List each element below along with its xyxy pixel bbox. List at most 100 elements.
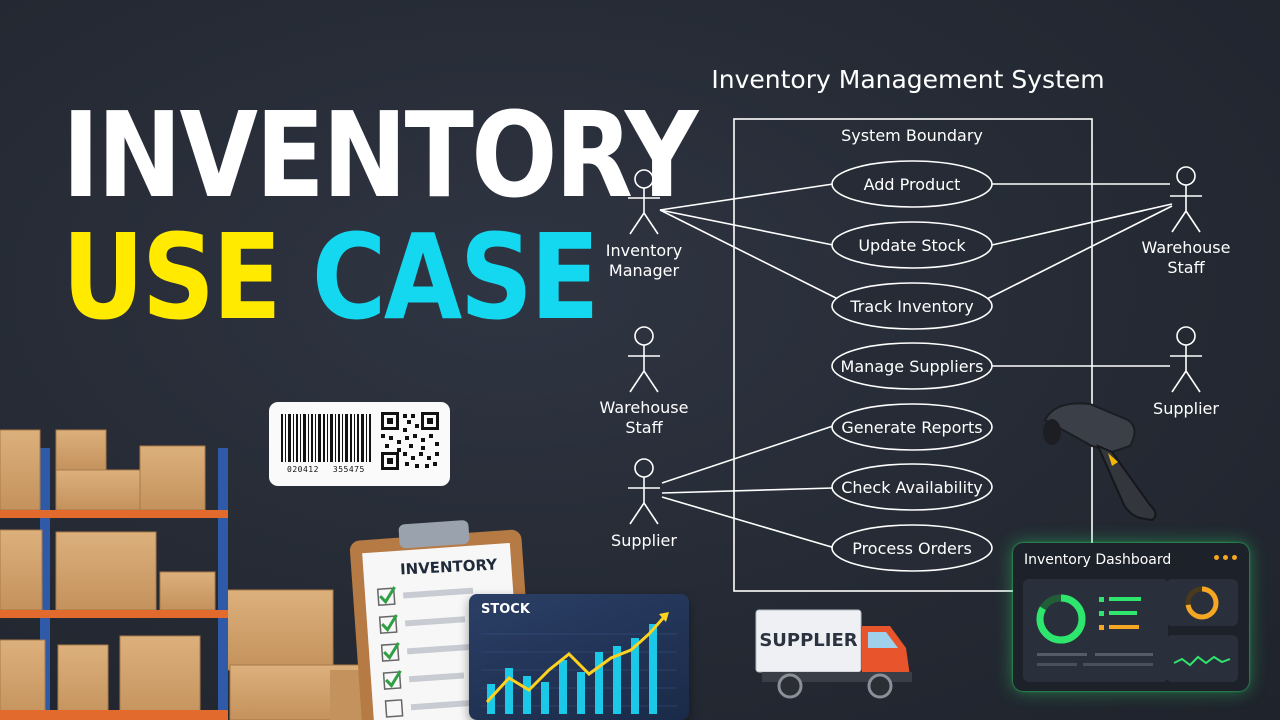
check-icon xyxy=(381,614,398,633)
use-case-ellipses xyxy=(831,160,993,572)
truck-chassis xyxy=(762,672,912,682)
inventory-dashboard-card: Inventory Dashboard xyxy=(1013,543,1249,691)
checkbox xyxy=(384,699,404,718)
actor-label: Staff xyxy=(1167,258,1205,277)
association-line xyxy=(984,205,1173,301)
shelf-beam xyxy=(0,510,228,518)
use-case-add-product xyxy=(831,160,993,208)
dashboard-gauge-panel xyxy=(1166,579,1238,626)
legend-list-icon xyxy=(1099,597,1141,630)
headline-word-case: CASE xyxy=(311,208,600,346)
stock-card-title: STOCK xyxy=(481,602,530,617)
use-case-label: Check Availability xyxy=(841,478,983,497)
actor-label: Warehouse xyxy=(600,398,689,417)
check-icon xyxy=(379,586,396,605)
use-case-label: Generate Reports xyxy=(841,418,982,437)
use-case-track-inventory xyxy=(831,282,993,330)
clipboard-clip xyxy=(398,520,470,549)
dashboard-sparkline-panel xyxy=(1166,635,1238,682)
boundary-label: System Boundary xyxy=(841,126,983,145)
checkbox xyxy=(378,615,398,634)
donut-chart-icon xyxy=(1036,594,1086,644)
barcode-graphic xyxy=(281,412,439,470)
shelf-beam xyxy=(0,610,228,618)
barcode-scanner-illustration xyxy=(1043,402,1157,522)
dashboard-sparkline-graphic xyxy=(1173,655,1231,667)
headline-use-case: USE CASE xyxy=(62,218,600,336)
box xyxy=(159,571,216,611)
actor-figure-supplier-left xyxy=(628,458,660,525)
headline-inventory: INVENTORY xyxy=(62,86,698,224)
system-boundary xyxy=(733,118,1093,592)
actor-label: Supplier xyxy=(611,531,677,550)
truck-wheel xyxy=(867,673,893,699)
check-icon xyxy=(383,642,400,661)
association-line xyxy=(661,425,834,484)
progress-line xyxy=(1095,653,1153,656)
text-line xyxy=(410,700,472,711)
actor-figure-inventory-manager xyxy=(628,169,660,235)
association-lines xyxy=(659,183,1173,549)
association-line xyxy=(659,209,841,301)
actor-label: Staff xyxy=(625,418,663,437)
use-case-check-availability xyxy=(831,463,993,511)
progress-line xyxy=(1037,663,1077,666)
dashboard-main-graphic xyxy=(1036,594,1153,666)
checkbox xyxy=(382,671,402,690)
actors xyxy=(628,166,1202,525)
actor-label: Supplier xyxy=(1153,399,1219,418)
checklist xyxy=(376,586,474,718)
use-case-label: Manage Suppliers xyxy=(841,357,984,376)
association-line xyxy=(991,203,1173,246)
use-case-label: Track Inventory xyxy=(849,297,973,316)
box xyxy=(119,635,201,720)
box xyxy=(0,639,46,720)
stock-chart-card: STOCK xyxy=(469,594,689,720)
barcode-bars-icon xyxy=(281,414,371,462)
actor-figure-supplier-right xyxy=(1170,326,1202,393)
truck-wheel xyxy=(777,673,803,699)
use-case-process-orders xyxy=(831,524,993,572)
dashboard-gauge-graphic xyxy=(1185,586,1219,620)
chart-trend-line xyxy=(485,615,667,704)
chart-bars xyxy=(487,624,657,714)
association-line xyxy=(659,183,834,211)
association-line xyxy=(661,496,836,549)
actor-figure-warehouse-staff-left xyxy=(628,326,660,393)
sparkline-icon xyxy=(1173,655,1231,667)
headline-word-use: USE xyxy=(62,208,282,346)
gauge-ring-icon xyxy=(1185,586,1219,620)
actor-figure-warehouse-staff-right xyxy=(1170,166,1202,233)
dashboard-title: Inventory Dashboard xyxy=(1024,552,1172,568)
scanner-window xyxy=(1043,419,1061,445)
stock-chart-graphic xyxy=(481,612,677,714)
barcode-number-left: 020412 xyxy=(287,465,319,474)
delivery-truck-illustration xyxy=(755,609,912,699)
truck-window xyxy=(868,632,898,648)
qr-code-icon xyxy=(381,412,439,470)
use-case-manage-suppliers xyxy=(831,342,993,390)
box xyxy=(55,469,152,511)
checkbox xyxy=(380,643,400,662)
check-icon xyxy=(384,670,402,688)
use-case-label: Add Product xyxy=(864,175,961,194)
progress-line xyxy=(1037,653,1087,656)
box xyxy=(55,531,157,611)
truck-label: SUPPLIER xyxy=(759,629,858,651)
actor-label: Manager xyxy=(609,261,680,280)
dashboard-main-panel xyxy=(1023,579,1168,682)
use-case-generate-reports xyxy=(831,403,993,451)
use-case-diagram: Add Product Update Stock Track Inventory… xyxy=(600,65,1230,592)
association-line xyxy=(661,487,834,494)
box xyxy=(224,589,334,671)
scanner-trigger xyxy=(1108,453,1118,466)
association-line xyxy=(659,209,834,246)
text-line xyxy=(402,587,474,599)
shelf-upright xyxy=(218,448,228,720)
scanner-handle xyxy=(1096,444,1157,522)
box xyxy=(55,429,107,471)
use-case-label: Process Orders xyxy=(852,539,972,558)
text-line xyxy=(404,616,466,627)
box xyxy=(0,429,41,511)
